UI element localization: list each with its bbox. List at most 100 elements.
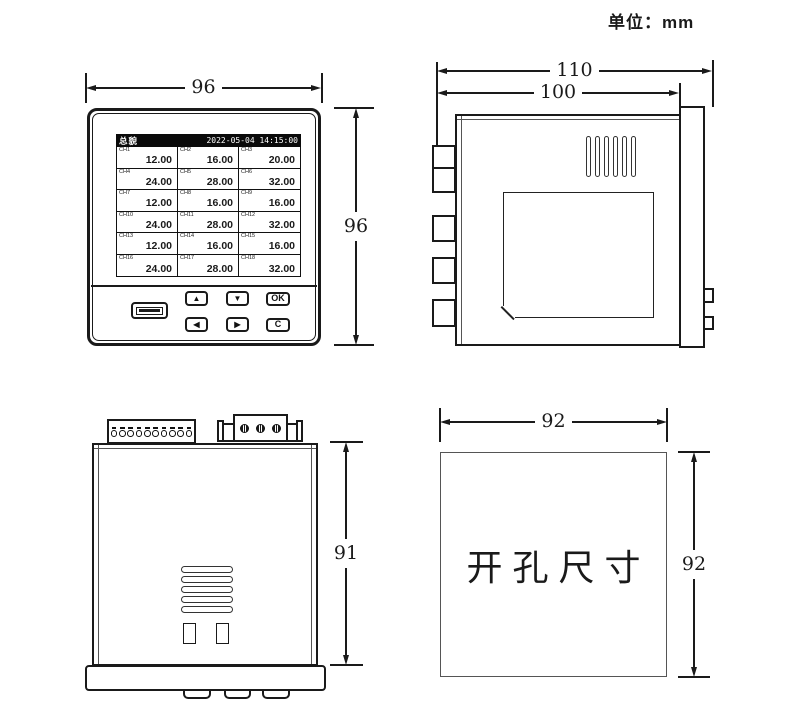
channel-cell: CH10 24.00 — [117, 211, 178, 233]
bezel-tab-1 — [183, 688, 211, 699]
side-body-depth-value: 100 — [539, 80, 577, 103]
usb-contact-bar — [139, 309, 160, 312]
bezel-tab-2 — [224, 688, 251, 699]
channel-id: CH3 — [241, 147, 253, 153]
channel-id: CH8 — [180, 190, 192, 196]
key-ok: OK — [266, 291, 290, 306]
channel-value: 16.00 — [206, 197, 233, 209]
channel-cell: CH11 28.00 — [178, 211, 239, 233]
channel-value: 32.00 — [268, 262, 295, 275]
channel-cell: CH6 32.00 — [239, 168, 300, 190]
arrow-down-icon — [353, 335, 359, 345]
top-inner-line-left — [98, 445, 99, 664]
channel-id: CH7 — [119, 190, 131, 196]
signal-terminal-block — [107, 419, 196, 444]
channel-value: 28.00 — [206, 218, 233, 231]
top-switch-2 — [216, 623, 229, 644]
channel-value: 24.00 — [145, 262, 172, 275]
key-clear: C — [266, 317, 290, 332]
cutout-height-value: 92 — [681, 553, 707, 575]
side-total-depth-value: 110 — [556, 58, 593, 81]
side-ext-line-110 — [712, 60, 714, 107]
arrow-right-icon — [702, 68, 713, 74]
top-vent-slots — [181, 566, 233, 613]
channel-id: CH4 — [119, 168, 131, 175]
panel-cutout-outline: 开孔尺寸 — [440, 452, 667, 677]
channel-value: 20.00 — [268, 154, 295, 166]
channel-value: 16.00 — [206, 154, 233, 166]
usb-port — [131, 302, 168, 319]
channel-value: 12.00 — [145, 197, 172, 209]
side-total-depth-dimension: 110 — [437, 58, 713, 81]
recorder-top-view — [92, 443, 318, 666]
panel-chamfer — [500, 306, 516, 321]
channel-value: 24.00 — [145, 218, 172, 231]
top-inner-line-right — [311, 445, 312, 664]
side-clip-1 — [703, 288, 714, 303]
up-triangle-icon: ▲ — [192, 293, 201, 303]
channel-cell: CH1 12.00 — [117, 147, 178, 169]
arrow-up-icon — [691, 452, 697, 462]
channel-value: 24.00 — [145, 175, 172, 188]
unit-label: 单位：mm — [608, 13, 695, 32]
side-inner-line-top — [457, 119, 679, 120]
key-left: ◀ — [185, 317, 208, 332]
screw-icon — [272, 423, 281, 433]
right-triangle-icon: ▶ — [234, 319, 241, 329]
bottom-depth-value: 91 — [333, 542, 359, 564]
cutout-width-dimension: 92 — [440, 411, 667, 430]
front-width-value: 96 — [191, 75, 216, 98]
down-triangle-icon: ▼ — [233, 293, 242, 303]
channel-id: CH14 — [180, 233, 195, 239]
ok-key-label: OK — [271, 293, 285, 303]
arrow-down-icon — [691, 667, 697, 677]
channel-id: CH18 — [241, 254, 256, 261]
side-connector-5 — [432, 299, 456, 327]
cutout-height-tick-top — [678, 451, 710, 453]
channel-value: 32.00 — [268, 175, 295, 188]
power-terminal-wing-right — [296, 420, 303, 442]
channel-cell: CH18 32.00 — [239, 255, 300, 277]
power-terminal-wing-left — [217, 420, 224, 442]
channel-id: CH6 — [241, 168, 253, 175]
channel-value: 16.00 — [268, 240, 295, 252]
clear-key-label: C — [274, 319, 282, 329]
channel-cell: CH7 12.00 — [117, 190, 178, 212]
channel-id: CH10 — [119, 211, 134, 218]
cutout-width-tick-right — [666, 408, 668, 442]
arrow-right-icon — [311, 85, 321, 91]
arrow-right-icon — [669, 90, 680, 96]
screen-timestamp: 2022-05-04 14:15:00 — [206, 136, 298, 145]
front-height-value: 96 — [343, 215, 369, 237]
channel-value: 12.00 — [145, 154, 172, 166]
channel-id: CH1 — [119, 147, 131, 153]
arrow-left-icon — [437, 68, 447, 74]
front-panel-divider — [91, 285, 317, 287]
channel-cell: CH4 24.00 — [117, 168, 178, 190]
left-triangle-icon: ◀ — [193, 319, 200, 329]
arrow-down-icon — [343, 655, 349, 665]
front-height-dimension: 96 — [344, 108, 368, 345]
cutout-label: 开孔尺寸 — [466, 546, 651, 588]
bottom-depth-dimension: 91 — [334, 442, 358, 665]
channel-id: CH12 — [241, 211, 256, 218]
side-clip-2 — [703, 316, 714, 330]
screw-icon — [240, 423, 249, 433]
arrow-left-icon — [86, 85, 96, 91]
front-width-tick-left — [85, 73, 87, 103]
front-width-dimension: 96 — [86, 75, 321, 98]
side-ext-line-100 — [679, 83, 681, 115]
channel-id: CH5 — [180, 168, 192, 175]
cutout-height-dimension: 92 — [682, 452, 706, 677]
screen-title: 总貌 — [119, 135, 139, 146]
channel-id: CH11 — [180, 211, 194, 218]
